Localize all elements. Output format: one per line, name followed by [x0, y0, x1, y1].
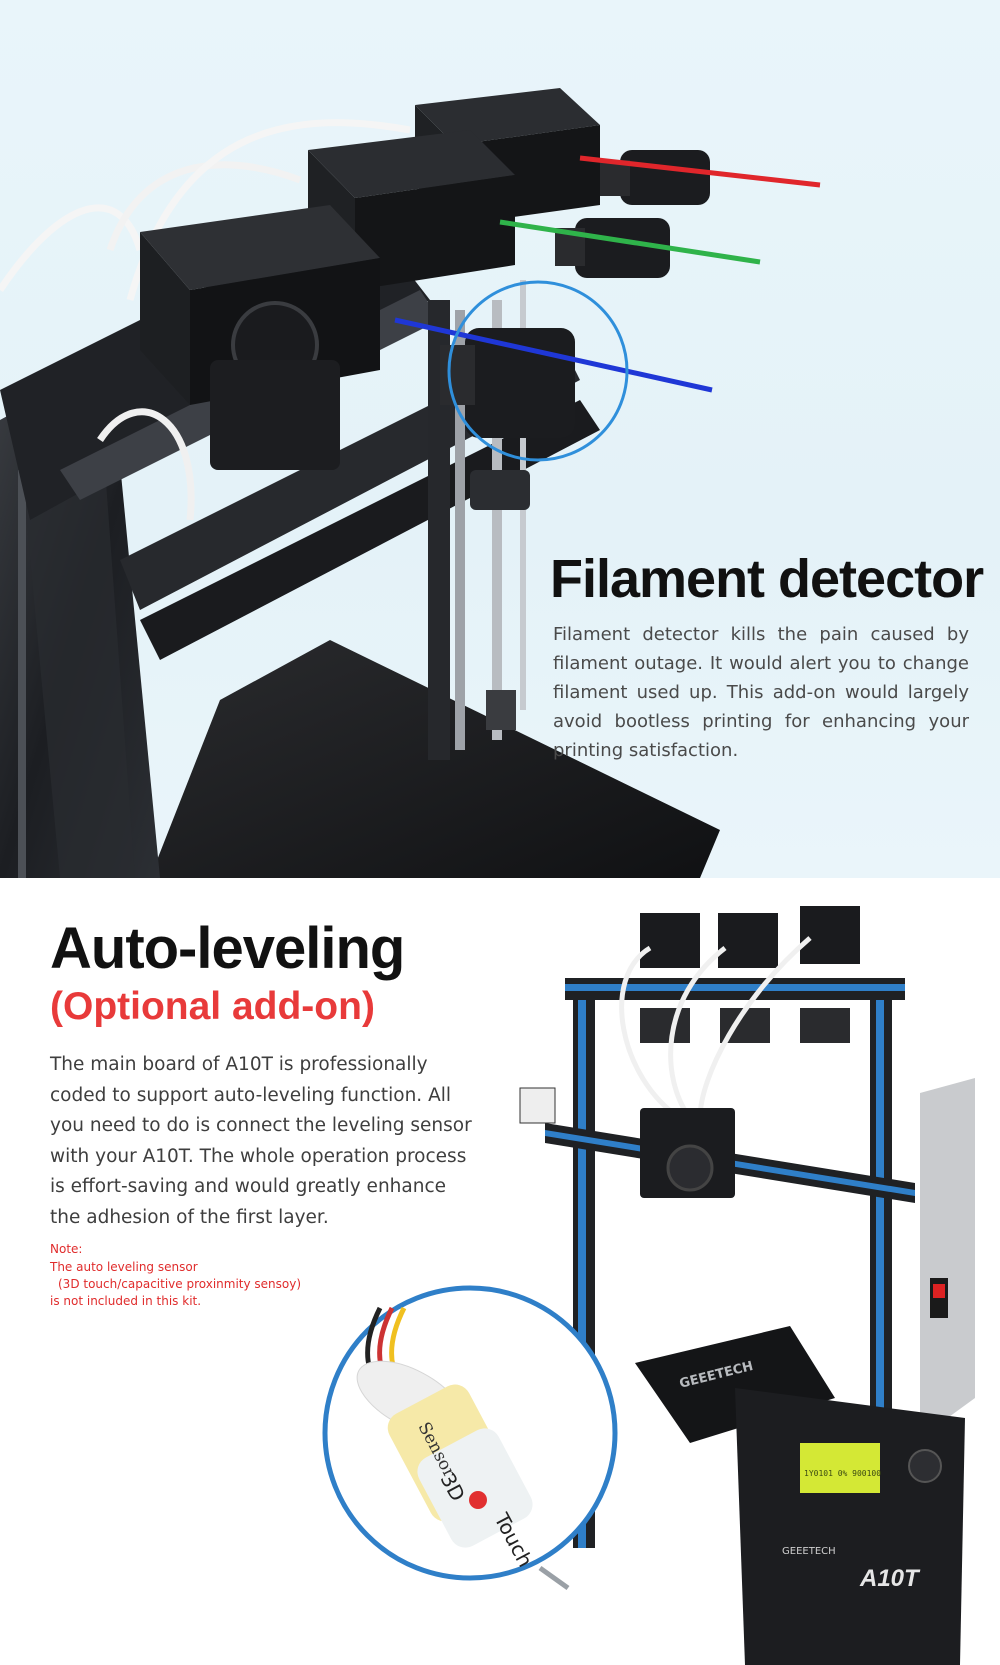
extruder-top-3	[800, 906, 860, 964]
model-label: A10T	[859, 1565, 921, 1592]
z-extrusion	[428, 300, 450, 760]
filament-green	[499, 219, 761, 265]
ptfe-tube	[0, 204, 144, 292]
sensor-zoom-callout: Sensor 3D Touch	[322, 1285, 618, 1591]
auto-leveling-section: GEEETECH 1Y0101 0% 900100 A10T GEEETECH …	[0, 878, 1000, 1665]
extruder-top-2	[718, 913, 778, 968]
filament-detector-title: Filament detector	[550, 549, 984, 609]
control-knob[interactable]	[908, 1449, 942, 1483]
lcd-text: 1Y0101 0% 900100	[804, 1469, 881, 1478]
filament-detector-section: Filament detector Filament detector kill…	[0, 0, 1000, 878]
filament-sensor-green	[555, 218, 670, 278]
psu-panel	[920, 1078, 975, 1438]
qr-code	[519, 1087, 556, 1124]
extruder-top-1	[640, 913, 700, 968]
heated-bed	[635, 1326, 835, 1443]
filament-detector-description: Filament detector kills the pain caused …	[553, 624, 969, 761]
filament-blue	[394, 317, 713, 393]
auto-leveling-description: The main board of A10T is professionally…	[50, 1054, 472, 1228]
extruder-3	[140, 205, 380, 470]
a10t-printer-illustration: GEEETECH 1Y0101 0% 900100 A10T GEEETECH …	[322, 906, 975, 1665]
filament-sensor-red	[600, 150, 710, 205]
filament-detector-illustration	[0, 88, 821, 878]
note-line-3: is not included in this kit.	[50, 1294, 202, 1308]
auto-leveling-title: Auto-leveling	[50, 916, 405, 981]
lcd-screen	[800, 1443, 880, 1493]
control-box	[735, 1388, 965, 1665]
z-lead-screw	[492, 300, 502, 740]
detector-highlight-ring	[447, 280, 629, 462]
auto-leveling-subtitle: (Optional add-on)	[50, 985, 375, 1028]
note-label: Note:	[50, 1242, 83, 1256]
box-brand: GEEETECH	[782, 1546, 836, 1557]
filament-red	[579, 155, 821, 188]
sensor-logo-icon	[469, 1491, 487, 1509]
note-line-1: The auto leveling sensor	[50, 1260, 198, 1274]
note-line-2: (3D touch/capacitive proxinmity sensoy)	[58, 1277, 302, 1291]
